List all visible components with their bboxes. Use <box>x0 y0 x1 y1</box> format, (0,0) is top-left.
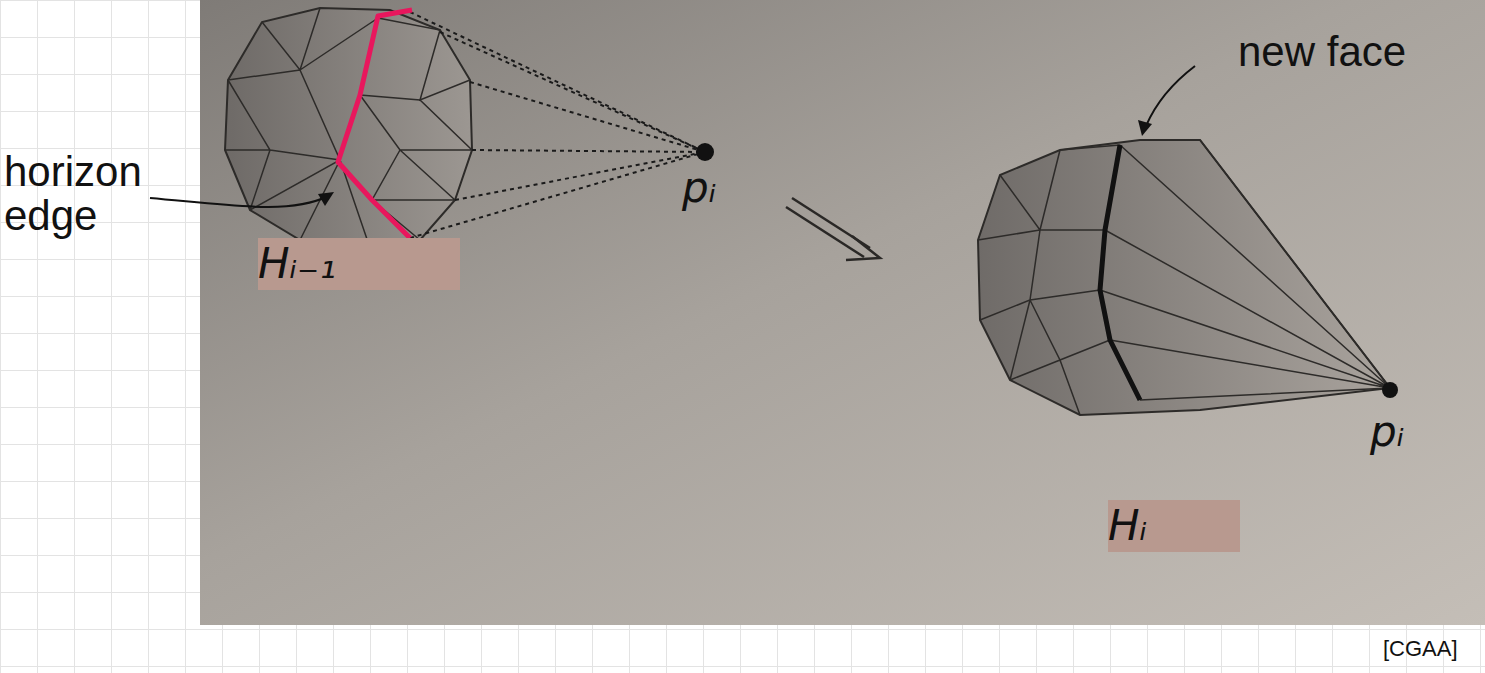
leader-line <box>150 196 328 207</box>
leader-line <box>1146 66 1195 126</box>
horizon-polyline <box>338 10 412 238</box>
callout-label: horizon edge <box>4 150 184 238</box>
point-label: pᵢ <box>1370 410 1404 454</box>
dotted-line <box>470 82 705 152</box>
horizon-polyline <box>1100 145 1140 400</box>
callout-label: new face <box>1238 30 1406 74</box>
hull-label: Hᵢ <box>1108 500 1240 552</box>
leader-arrowhead <box>1138 120 1152 136</box>
source-note: [CGAA] <box>1383 636 1458 662</box>
point <box>1382 382 1398 398</box>
dotted-line <box>410 12 705 152</box>
transition-arrow <box>786 198 880 260</box>
dotted-line <box>440 32 705 152</box>
point <box>696 143 714 161</box>
point-label: pᵢ <box>682 166 716 210</box>
polytope-facets <box>225 8 472 248</box>
dotted-line <box>410 152 705 238</box>
polytope <box>978 140 1390 415</box>
hull-label: Hᵢ₋₁ <box>258 238 460 290</box>
polytope-facets <box>978 140 1390 415</box>
polytope <box>225 8 472 248</box>
cone-edges <box>1100 140 1390 400</box>
photo-ground <box>200 0 1485 625</box>
leader-arrowhead <box>318 192 334 206</box>
facet-edges <box>225 8 472 248</box>
arrow-head <box>846 236 880 260</box>
dotted-line <box>472 150 705 152</box>
dotted-line <box>455 152 705 200</box>
visibility-lines <box>410 12 705 238</box>
arrow-shaft <box>786 207 864 257</box>
